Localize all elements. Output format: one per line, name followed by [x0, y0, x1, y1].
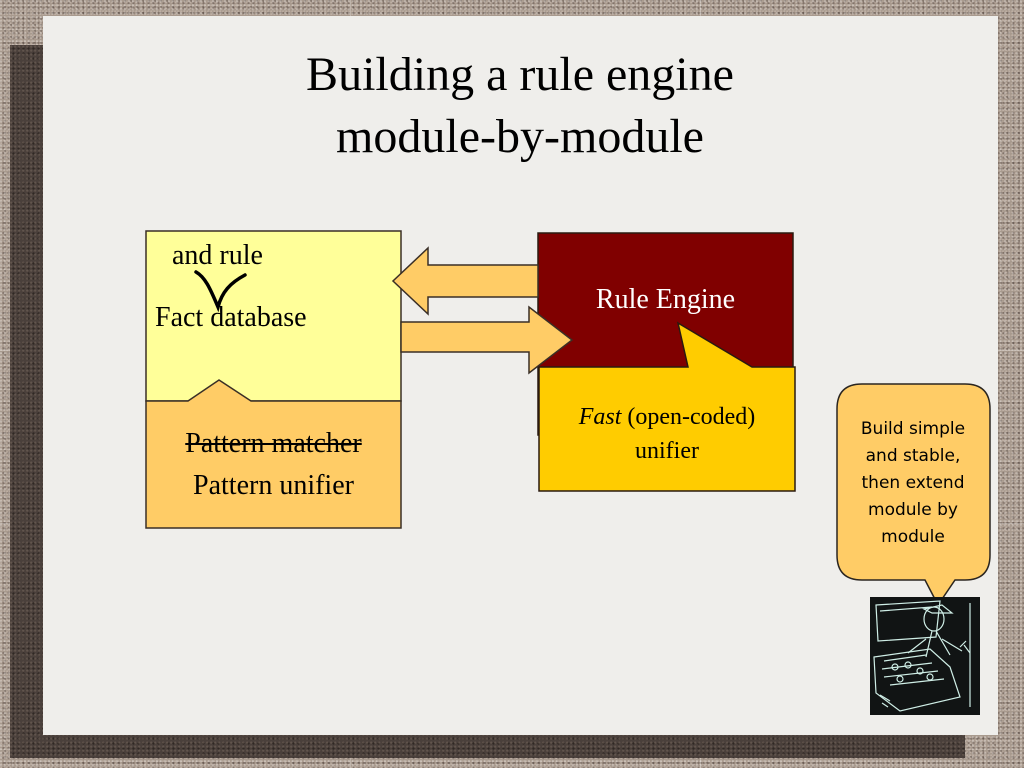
arrow-to-rule-engine [400, 305, 574, 375]
fast-unifier-box [538, 321, 796, 492]
inserted-text: and rule [172, 240, 263, 271]
callout-line: then extend [861, 473, 965, 493]
arrow-to-fact-database [391, 246, 539, 316]
fast-unifier-label-line2: unifier [635, 438, 699, 464]
rule-engine-label: Rule Engine [595, 284, 736, 315]
title-line-2: module-by-module [336, 110, 704, 163]
title-line-1: Building a rule engine [306, 48, 734, 101]
fact-database-box [145, 230, 402, 402]
callout-line: module [881, 527, 945, 547]
callout-line: module by [868, 500, 958, 520]
pattern-unifier-label: Pattern unifier [193, 470, 354, 501]
slide-title: Building a rule engine module-by-module [0, 44, 1024, 168]
pinocchio-at-workbench-image [870, 597, 980, 715]
callout-bubble [836, 383, 991, 607]
callout-text: Build simple and stable, then extend mod… [838, 416, 988, 551]
pattern-unifier-box [145, 379, 402, 529]
fast-unifier-label-line1: Fast (open-coded) [539, 404, 795, 431]
illustration-sketch-icon [873, 600, 971, 712]
callout-line: and stable, [865, 446, 961, 466]
fast-unifier-rest: (open-coded) [621, 404, 756, 430]
insertion-caret-icon [194, 270, 247, 313]
fact-database-label: Fact database [155, 302, 307, 333]
struck-pattern-matcher-label: Pattern matcher [185, 428, 362, 459]
fast-emphasis: Fast [578, 404, 622, 430]
callout-line: Build simple [860, 419, 966, 439]
